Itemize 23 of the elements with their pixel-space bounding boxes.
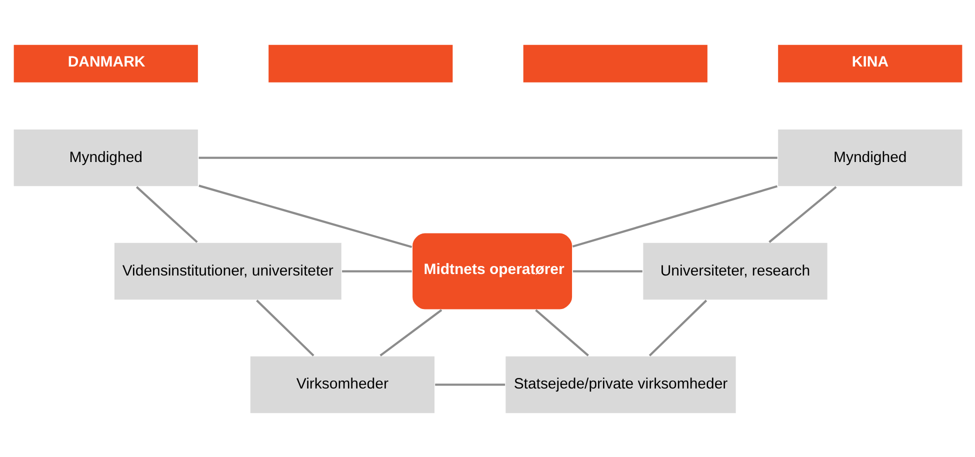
node-box: Myndighed (12, 128, 198, 187)
connector (434, 383, 505, 386)
node-box: Vidensinstitutioner, universiteter (112, 241, 342, 300)
connector (256, 299, 314, 356)
connector (198, 184, 412, 248)
node-box: KINA (776, 43, 963, 83)
node-box (267, 43, 454, 83)
connector (379, 308, 442, 356)
node-box (522, 43, 708, 83)
node-box: Universiteter, research (642, 241, 828, 300)
node-box: Myndighed (776, 128, 963, 187)
connector (534, 308, 588, 356)
node-box: Statsejede/private virksomheder (504, 354, 736, 414)
node-box: Virksomheder (248, 354, 436, 414)
connector (648, 299, 707, 356)
node-box: Midtnets operatører (410, 232, 573, 310)
connector (342, 270, 412, 272)
connector (572, 270, 642, 272)
connector (768, 186, 836, 242)
node-box: DANMARK (12, 43, 198, 83)
connector (198, 156, 777, 158)
connector (135, 186, 198, 242)
connector (572, 184, 778, 248)
